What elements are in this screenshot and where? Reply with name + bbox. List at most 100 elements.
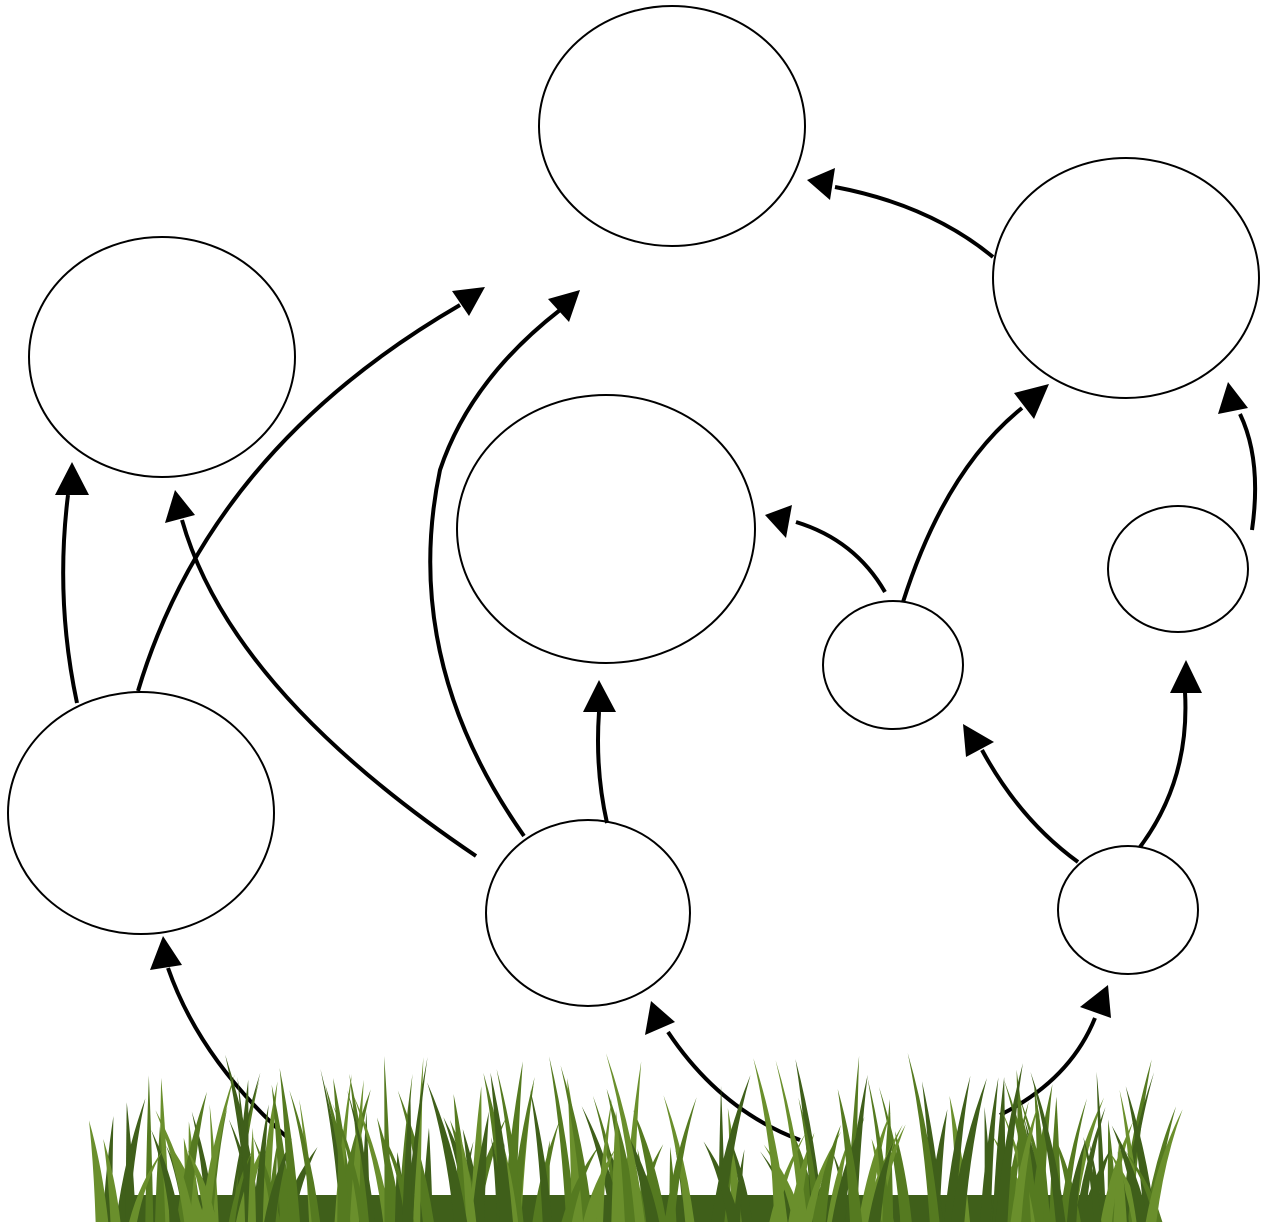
grass-blade — [1111, 1125, 1149, 1222]
node-small-right[interactable] — [1107, 505, 1249, 633]
arrow-head — [583, 680, 616, 712]
grass-blade — [827, 1140, 849, 1222]
arrow-shaft — [901, 406, 1024, 603]
arrow-shaft — [795, 520, 887, 594]
grass-blade — [943, 1075, 971, 1222]
arrow-head — [1080, 985, 1111, 1018]
grass-blade — [332, 1103, 367, 1222]
grass-blade — [279, 1068, 300, 1222]
node-top-right[interactable] — [992, 157, 1260, 399]
grass-blade — [868, 1141, 894, 1222]
node-center[interactable] — [456, 394, 756, 664]
grass-blade — [337, 1129, 351, 1222]
node-top-center[interactable] — [538, 5, 806, 247]
arrow-head — [150, 936, 182, 970]
arrow-shaft — [166, 967, 292, 1142]
grass-blade — [103, 1139, 121, 1222]
grass-blade — [1030, 1084, 1053, 1222]
arrow-head — [807, 168, 835, 200]
grass-blade — [459, 1132, 477, 1222]
arrow-head — [765, 505, 792, 538]
node-upper-left[interactable] — [28, 236, 296, 478]
grass-blade — [490, 1072, 513, 1222]
grass-blade — [187, 1150, 217, 1222]
grass-blade — [703, 1141, 741, 1222]
arrow-shaft — [596, 711, 609, 824]
grass-blade — [1058, 1098, 1087, 1222]
grass-blade — [1080, 1148, 1111, 1222]
grass-blade — [837, 1089, 863, 1222]
node-lower-left[interactable] — [7, 691, 275, 935]
grass-blade — [907, 1052, 940, 1222]
arrow-head — [1170, 660, 1202, 693]
grass-blade — [1030, 1071, 1066, 1222]
grass-blade — [581, 1106, 622, 1222]
organism-nodes — [7, 5, 1260, 1007]
grass-blade — [759, 1151, 798, 1222]
grass-blade — [633, 1109, 667, 1222]
grass-blade — [1113, 1141, 1127, 1222]
grass-blade — [995, 1063, 1023, 1222]
grass-blade — [664, 1097, 697, 1222]
grass-blade — [347, 1090, 376, 1222]
arrow-shaft — [980, 749, 1080, 864]
grass-blade — [549, 1056, 576, 1222]
grass-blade — [1145, 1109, 1183, 1222]
grass-blade — [237, 1076, 252, 1222]
grass-blade — [151, 1129, 181, 1222]
grass-blade — [1096, 1071, 1107, 1222]
node-lower-right[interactable] — [1057, 845, 1199, 975]
grass-blade — [200, 1074, 235, 1222]
grass-blade — [1083, 1136, 1102, 1222]
grass-blade — [271, 1084, 293, 1222]
grass-blade — [155, 1126, 166, 1222]
grass-image — [88, 1052, 1183, 1222]
grass-blade — [145, 1075, 154, 1222]
arrow-shaft — [61, 494, 79, 704]
grass-blade — [867, 1077, 891, 1222]
grass-blade — [352, 1092, 392, 1222]
grass-blade — [769, 1133, 806, 1222]
arrow-shaft — [136, 303, 462, 692]
energy-flow-arrows — [55, 168, 1258, 1142]
grass-blade — [583, 1150, 615, 1222]
grass-blade — [530, 1089, 553, 1222]
grass-blade — [753, 1058, 788, 1222]
node-small-center-right[interactable] — [822, 600, 964, 730]
arrow-head — [645, 1001, 675, 1035]
arrow-head — [1218, 382, 1248, 414]
grass-blade — [471, 1111, 489, 1222]
grass-blade — [803, 1131, 842, 1222]
arrow-shaft — [180, 519, 478, 858]
arrow-head — [165, 490, 195, 523]
arrow-head — [55, 462, 89, 495]
grass-blade — [611, 1111, 625, 1222]
arrow-head — [548, 290, 580, 322]
grass-blade — [88, 1120, 109, 1222]
arrow-shaft — [666, 1030, 801, 1142]
arrow-head — [452, 287, 485, 316]
grass-blade — [384, 1055, 392, 1222]
grass-blade — [775, 1060, 808, 1222]
node-lower-center[interactable] — [485, 819, 691, 1007]
grass-blade — [289, 1089, 321, 1222]
grass-blade — [1064, 1140, 1086, 1222]
grass-blade — [264, 1138, 292, 1222]
grass-blade — [247, 1127, 256, 1222]
arrow-shaft — [1238, 413, 1258, 531]
grass-blade — [813, 1124, 841, 1222]
grass-blade — [733, 1149, 745, 1222]
grass-blade — [125, 1102, 136, 1222]
grass-blade — [252, 1104, 269, 1222]
grass-blade — [402, 1090, 413, 1222]
grass-blade — [560, 1065, 594, 1222]
grass-blade — [228, 1150, 253, 1222]
grass-blade — [950, 1078, 987, 1222]
grass-blade — [606, 1053, 645, 1222]
arrow-head — [963, 724, 994, 757]
grass-blade — [427, 1082, 468, 1222]
grass-blade — [979, 1077, 999, 1222]
grass-blade — [129, 1148, 164, 1222]
grass-blade — [1010, 1104, 1039, 1222]
